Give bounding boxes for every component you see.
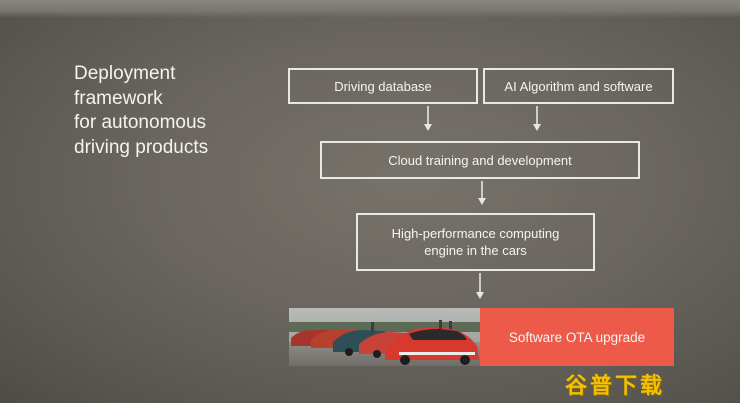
- title-line-4: driving products: [74, 136, 209, 158]
- car-fleet-photo: [289, 308, 480, 366]
- ai-algorithm-label: AI Algorithm and software: [504, 78, 653, 94]
- hpc-engine-box: High-performance computing engine in the…: [356, 213, 595, 271]
- ota-upgrade-label: Software OTA upgrade: [508, 329, 646, 345]
- ota-upgrade-box: Software OTA upgrade: [480, 308, 674, 366]
- cloud-training-box: Cloud training and development: [320, 141, 640, 179]
- title-line-1: Deployment: [74, 63, 176, 84]
- hpc-label-line-2: engine in the cars: [424, 243, 527, 258]
- driving-database-label: Driving database: [334, 78, 432, 94]
- driving-database-box: Driving database: [288, 68, 478, 104]
- title-line-3: for autonomous: [74, 112, 207, 133]
- title-line-2: framework: [74, 87, 163, 109]
- car-fleet-photo-icon: [289, 308, 480, 366]
- watermark-text: 谷普下载: [565, 373, 666, 398]
- ceiling-strip: [0, 0, 740, 18]
- slide-title: Deployment framework for autonomous driv…: [74, 62, 274, 160]
- ai-algorithm-box: AI Algorithm and software: [483, 68, 674, 104]
- cloud-training-label: Cloud training and development: [388, 152, 572, 168]
- hpc-label-line-1: High-performance computing: [391, 226, 560, 241]
